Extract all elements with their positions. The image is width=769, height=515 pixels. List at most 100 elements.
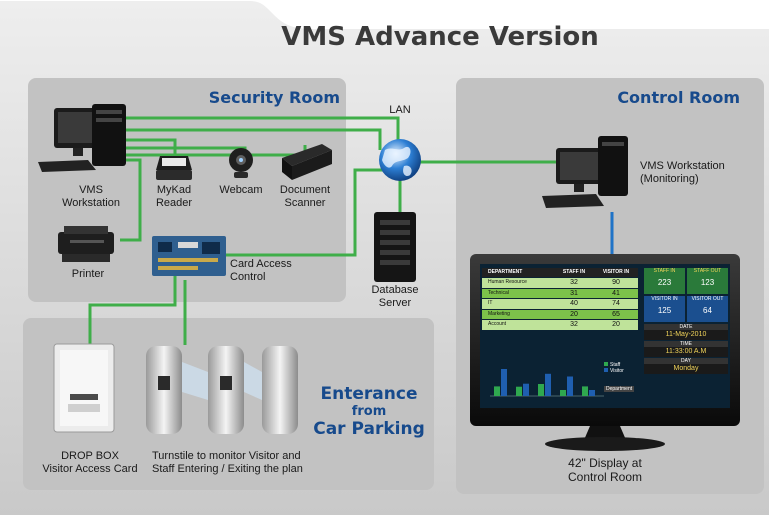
row-staff-in: 40 <box>570 300 578 308</box>
chart-legend: Staff Visitor <box>604 362 640 374</box>
tile-staff-out: STAFF OUT 123 <box>687 268 728 294</box>
day-value: Monday <box>673 365 699 372</box>
row-visitor-in: 74 <box>612 300 620 308</box>
document-scanner-icon <box>282 144 332 180</box>
chart-bar-staff <box>582 386 588 396</box>
turnstile-icon <box>146 346 298 434</box>
webcam-label: Webcam <box>219 184 263 196</box>
day-panel: DAY Monday <box>644 358 728 374</box>
dashboard-row: Technical 31 41 <box>482 288 638 299</box>
monitoring-workstation-label: VMS Workstation (Monitoring) <box>640 160 725 185</box>
chart-bar-visitor <box>523 383 529 396</box>
tile-visitor-out-label: VISITOR OUT <box>691 296 724 302</box>
printer-label: Printer <box>71 268 105 280</box>
tile-staff-in-label: STAFF IN <box>653 268 676 274</box>
lan-label: LAN <box>389 104 411 116</box>
row-staff-in: 31 <box>570 289 578 297</box>
card-access-control-icon <box>152 236 226 276</box>
printer-icon <box>58 226 114 262</box>
database-server-icon <box>374 212 416 282</box>
legend-visitor-label: Visitor <box>610 368 624 374</box>
row-department: Human Resource <box>488 279 527 285</box>
time-label: TIME <box>644 341 728 347</box>
dashboard-table-header: DEPARTMENT STAFF IN VISITOR IN <box>482 268 638 277</box>
row-department: Marketing <box>488 310 510 317</box>
dashboard-row: Account 32 20 <box>482 320 638 330</box>
dashboard-bar-chart <box>490 369 604 397</box>
webcam-icon <box>229 148 253 178</box>
visitor-tiles: VISITOR IN 125 VISITOR OUT 64 <box>644 296 728 322</box>
drop-box-label: DROP BOX Visitor Access Card <box>42 450 138 475</box>
header-staff-in: STAFF IN <box>562 269 586 275</box>
chart-bar-visitor <box>567 376 573 396</box>
tile-staff-out-label: STAFF OUT <box>693 268 722 274</box>
dashboard-row: Human Resource 32 90 <box>482 278 638 288</box>
row-department: Technical <box>488 289 509 296</box>
dashboard-stats: STAFF IN 223 STAFF OUT 123 VISITOR IN 12… <box>644 268 728 374</box>
turnstile-label: Turnstile to monitor Visitor and Staff E… <box>152 450 303 475</box>
row-visitor-in: 65 <box>612 310 620 318</box>
display-label: 42" Display at Control Room <box>567 456 643 484</box>
row-department: IT <box>488 300 493 307</box>
card-access-control-label: Card Access Control <box>230 258 292 283</box>
date-panel: DATE 11-May-2010 <box>644 324 728 340</box>
row-department: Account <box>488 321 507 328</box>
chart-bar-staff <box>560 390 566 396</box>
chart-bar-staff <box>538 384 544 396</box>
vms-workstation-label: VMS Workstation <box>62 184 120 209</box>
entrance-title-line1: Enterance <box>320 384 418 404</box>
title-tab <box>0 0 769 29</box>
lan-globe-icon <box>379 139 421 181</box>
legend-staff-label: Staff <box>610 362 621 368</box>
monitoring-workstation-icon <box>542 136 628 208</box>
tile-visitor-out: VISITOR OUT 64 <box>687 296 728 322</box>
entrance-title-line3: Car Parking <box>313 419 425 439</box>
chart-bar-visitor <box>589 390 595 396</box>
chart-bar-visitor <box>501 369 507 396</box>
mykad-reader-label: MyKad Reader <box>155 184 193 209</box>
drop-box-icon <box>53 343 115 433</box>
tile-staff-in: STAFF IN 223 <box>644 268 685 294</box>
row-visitor-in: 41 <box>612 289 620 297</box>
row-staff-in: 32 <box>570 321 578 329</box>
entrance-title: Enterance from Car Parking <box>310 384 428 439</box>
dashboard-table: DEPARTMENT STAFF IN VISITOR IN Human Res… <box>482 268 638 330</box>
legend-staff: Staff <box>604 362 640 368</box>
staff-tiles: STAFF IN 223 STAFF OUT 123 <box>644 268 728 294</box>
dashboard-row: Marketing 20 65 <box>482 309 638 320</box>
tile-visitor-out-value: 64 <box>703 306 712 315</box>
entrance-title-line2: from <box>351 404 387 419</box>
chart-bar-visitor <box>545 373 551 396</box>
tile-visitor-in-value: 125 <box>657 306 672 315</box>
tile-visitor-in-label: VISITOR IN <box>651 296 678 302</box>
tile-staff-in-value: 223 <box>657 278 672 287</box>
day-label: DAY <box>644 358 728 364</box>
chart-bar-staff <box>516 386 522 396</box>
dashboard-screen: DEPARTMENT STAFF IN VISITOR IN Human Res… <box>480 264 730 408</box>
chart-bar-staff <box>494 386 500 396</box>
lan-wiring <box>88 116 580 345</box>
tile-visitor-in: VISITOR IN 125 <box>644 296 685 322</box>
header-department: DEPARTMENT <box>488 269 523 275</box>
security-room-title: Security Room <box>208 88 340 107</box>
tile-staff-out-value: 123 <box>700 278 715 287</box>
row-staff-in: 20 <box>570 310 578 318</box>
control-room-title: Control Room <box>617 88 740 107</box>
header-visitor-in: VISITOR IN <box>602 269 630 275</box>
row-staff-in: 32 <box>570 279 578 286</box>
date-value: 11-May-2010 <box>665 331 707 338</box>
row-visitor-in: 90 <box>612 279 620 286</box>
legend-visitor: Visitor <box>604 368 640 374</box>
database-server-label: Database Server <box>371 284 419 309</box>
row-visitor-in: 20 <box>612 321 620 329</box>
time-value: 11:33:00 A.M <box>665 348 707 355</box>
chart-xlabel: Department <box>604 386 635 392</box>
dashboard-row: IT 40 74 <box>482 299 638 309</box>
vms-workstation-icon <box>38 104 126 172</box>
document-scanner-label: Document Scanner <box>279 184 331 209</box>
date-label: DATE <box>644 324 728 330</box>
mykad-reader-icon <box>156 156 192 180</box>
page-title: VMS Advance Version <box>281 22 599 52</box>
